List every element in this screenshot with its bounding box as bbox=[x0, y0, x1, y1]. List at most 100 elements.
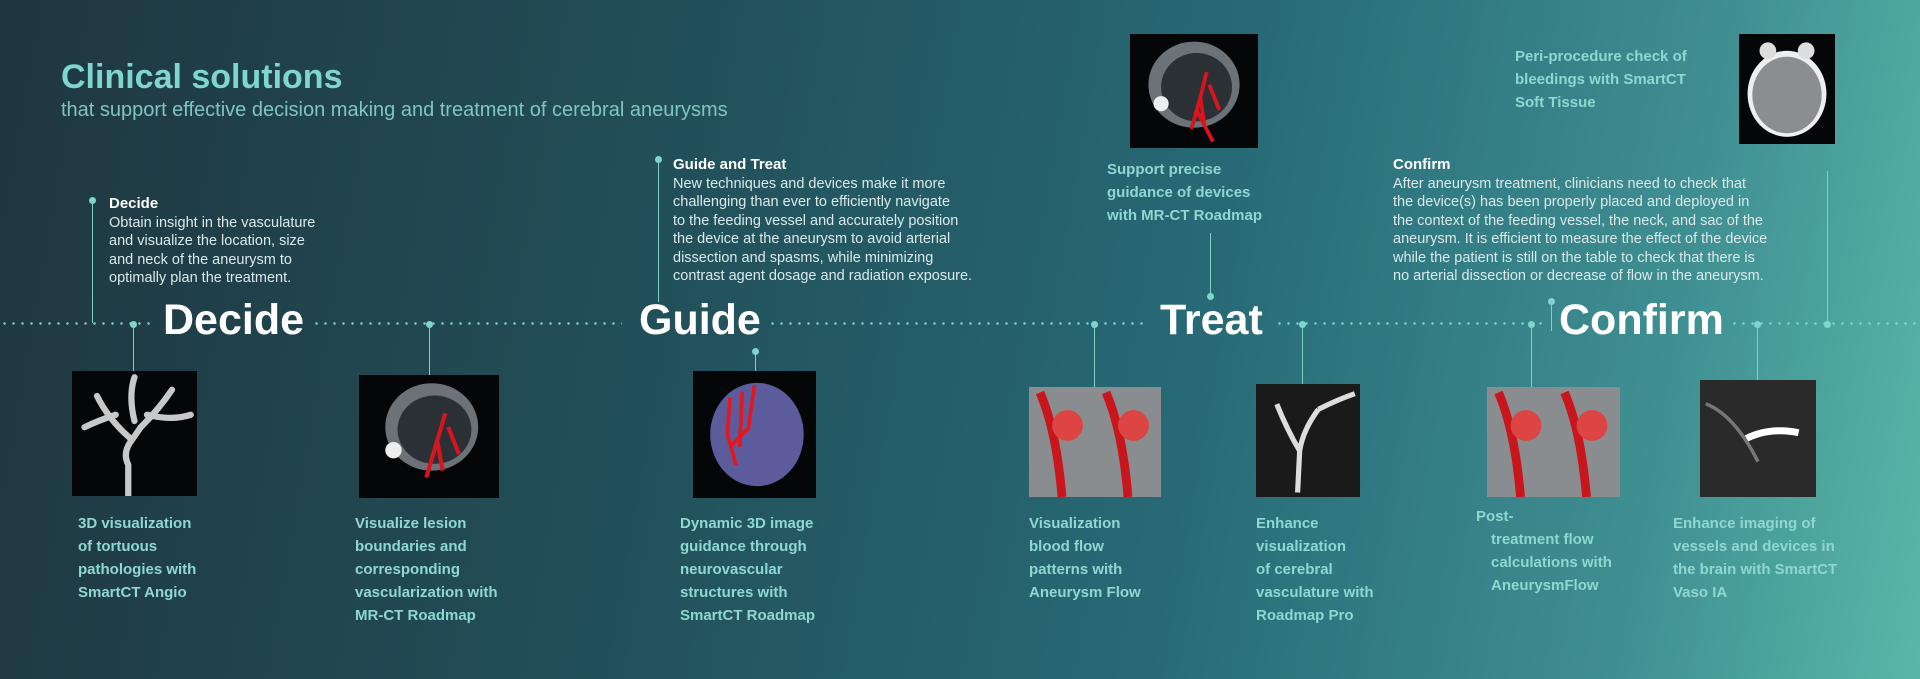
caption-line: Peri-procedure check of bbox=[1515, 48, 1687, 65]
smartct-roadmap-image bbox=[693, 371, 816, 498]
timeline-segment bbox=[312, 322, 622, 325]
caption-line: boundaries and bbox=[355, 538, 467, 555]
caption-line: Dynamic 3D image bbox=[680, 515, 814, 532]
caption-line: Visualize lesion bbox=[355, 515, 467, 532]
phase-confirm: Confirm bbox=[1559, 296, 1724, 344]
connector-line bbox=[429, 324, 430, 375]
caption-vaso-ia: Enhance imaging of vessels and devices in… bbox=[1673, 512, 1837, 604]
confirm-heading: Confirm bbox=[1393, 156, 1451, 173]
caption-line: AneurysmFlow bbox=[1491, 577, 1599, 594]
soft-tissue-ct-image bbox=[1739, 34, 1835, 144]
mr-ct-roadmap-image bbox=[359, 375, 499, 498]
guide-treat-description: Guide and Treat New techniques and devic… bbox=[673, 156, 972, 286]
caption-line: Support precise bbox=[1107, 161, 1222, 178]
caption-line: MR-CT Roadmap bbox=[355, 607, 476, 624]
aneurysmflow-post-image bbox=[1487, 387, 1620, 497]
caption-smartct-angio: 3D visualization of tortuous pathologies w… bbox=[78, 512, 196, 604]
caption-line: calculations with bbox=[1491, 554, 1612, 571]
timeline-dot bbox=[1824, 321, 1831, 328]
caption-roadmap-pro: Enhance visualization of cerebral vasculatu… bbox=[1256, 512, 1374, 627]
timeline-segment bbox=[1275, 322, 1545, 325]
text-line: After aneurysm treatment, clinicians nee… bbox=[1393, 175, 1747, 192]
caption-mr-ct-roadmap-top: Support precise guidance of devices with… bbox=[1107, 158, 1262, 227]
caption-line: Post- bbox=[1476, 508, 1514, 525]
caption-line: Aneurysm Flow bbox=[1029, 584, 1141, 601]
aneurysm-flow-image bbox=[1029, 387, 1161, 497]
connector-line bbox=[1210, 233, 1211, 296]
roadmap-pro-image bbox=[1256, 384, 1360, 497]
caption-line: pathologies with bbox=[78, 561, 197, 578]
caption-line: Enhance bbox=[1256, 515, 1319, 532]
caption-line: patterns with bbox=[1029, 561, 1123, 578]
caption-smartct-roadmap: Dynamic 3D image guidance through neurovas… bbox=[680, 512, 815, 627]
caption-line: neurovascular bbox=[680, 561, 783, 578]
phase-guide: Guide bbox=[639, 296, 761, 344]
text-line: the context of the feeding vessel, the n… bbox=[1393, 212, 1763, 229]
text-line: the device at the aneurysm to avoid arte… bbox=[673, 231, 951, 247]
caption-line: vasculature with bbox=[1256, 584, 1374, 601]
vaso-ia-image bbox=[1700, 380, 1816, 497]
marker-dot bbox=[1207, 293, 1214, 300]
caption-line: 3D visualization bbox=[78, 515, 192, 532]
text-line: optimally plan the treatment. bbox=[109, 270, 292, 286]
caption-line: Enhance imaging of bbox=[1673, 515, 1816, 532]
text-line: Obtain insight in the vasculature bbox=[109, 214, 316, 231]
decide-heading: Decide bbox=[109, 195, 159, 212]
caption-line: SmartCT Angio bbox=[78, 584, 187, 601]
guide-treat-heading: Guide and Treat bbox=[673, 156, 787, 173]
mr-ct-roadmap-image bbox=[1130, 34, 1258, 148]
caption-line: Soft Tissue bbox=[1515, 94, 1596, 111]
caption-line: guidance of devices bbox=[1107, 184, 1251, 201]
caption-line: guidance through bbox=[680, 538, 807, 555]
caption-line: structures with bbox=[680, 584, 788, 601]
timeline-segment bbox=[0, 322, 155, 325]
text-line: challenging than ever to efficiently nav… bbox=[673, 194, 951, 210]
connector-line bbox=[1757, 324, 1758, 380]
text-line: and neck of the aneurysm to bbox=[109, 251, 292, 268]
caption-line: Vaso IA bbox=[1673, 584, 1728, 601]
caption-line: Roadmap Pro bbox=[1256, 607, 1354, 624]
page-subtitle: that support effective decision making a… bbox=[61, 99, 728, 121]
caption-line: of cerebral bbox=[1256, 561, 1333, 578]
caption-line: visualization bbox=[1256, 538, 1347, 555]
caption-line: SmartCT Roadmap bbox=[680, 607, 816, 624]
connector-line bbox=[133, 324, 134, 371]
caption-line: with MR-CT Roadmap bbox=[1107, 207, 1262, 224]
text-line: dissection and spasms, while minimizing bbox=[673, 249, 934, 266]
phase-treat: Treat bbox=[1160, 296, 1263, 344]
caption-line: of tortuous bbox=[78, 538, 158, 555]
text-line: New techniques and devices make it more bbox=[673, 175, 946, 192]
connector-line bbox=[1302, 324, 1303, 384]
caption-line: the brain with SmartCT bbox=[1673, 561, 1838, 578]
text-line: while the patient is still on the table … bbox=[1393, 249, 1755, 266]
connector-line bbox=[1827, 171, 1828, 323]
text-line: no arterial dissection or decrease of fl… bbox=[1393, 268, 1764, 284]
phase-decide: Decide bbox=[163, 296, 305, 344]
decide-description: Decide Obtain insight in the vasculature… bbox=[109, 195, 315, 288]
smartct-angio-image bbox=[72, 371, 197, 496]
text-line: contrast agent dosage and radiation expo… bbox=[673, 268, 973, 284]
text-line: and visualize the location, size bbox=[109, 233, 305, 249]
connector-line bbox=[755, 351, 756, 371]
connector-line bbox=[658, 159, 659, 302]
text-line: aneurysm. It is efficient to measure the… bbox=[1393, 231, 1768, 247]
page-title: Clinical solutions bbox=[61, 58, 343, 96]
connector-line bbox=[1094, 324, 1095, 387]
connector-line bbox=[1551, 301, 1552, 331]
caption-line: vascularization with bbox=[355, 584, 498, 601]
text-line: to the feeding vessel and accurately pos… bbox=[673, 212, 959, 229]
confirm-description: Confirm After aneurysm treatment, clinic… bbox=[1393, 156, 1767, 286]
caption-line: bleedings with SmartCT bbox=[1515, 71, 1686, 88]
timeline-segment bbox=[768, 322, 1148, 325]
text-line: the device(s) has been properly placed a… bbox=[1393, 194, 1750, 210]
caption-line: Visualization bbox=[1029, 515, 1121, 532]
caption-line: vessels and devices in bbox=[1673, 538, 1835, 555]
connector-line bbox=[92, 200, 93, 323]
caption-line: corresponding bbox=[355, 561, 461, 578]
caption-soft-tissue: Peri-procedure check of bleedings with S… bbox=[1515, 45, 1687, 114]
caption-mr-ct-roadmap: Visualize lesion boundaries and correspond… bbox=[355, 512, 498, 627]
caption-line: treatment flow bbox=[1491, 531, 1594, 548]
caption-line: blood flow bbox=[1029, 538, 1104, 555]
